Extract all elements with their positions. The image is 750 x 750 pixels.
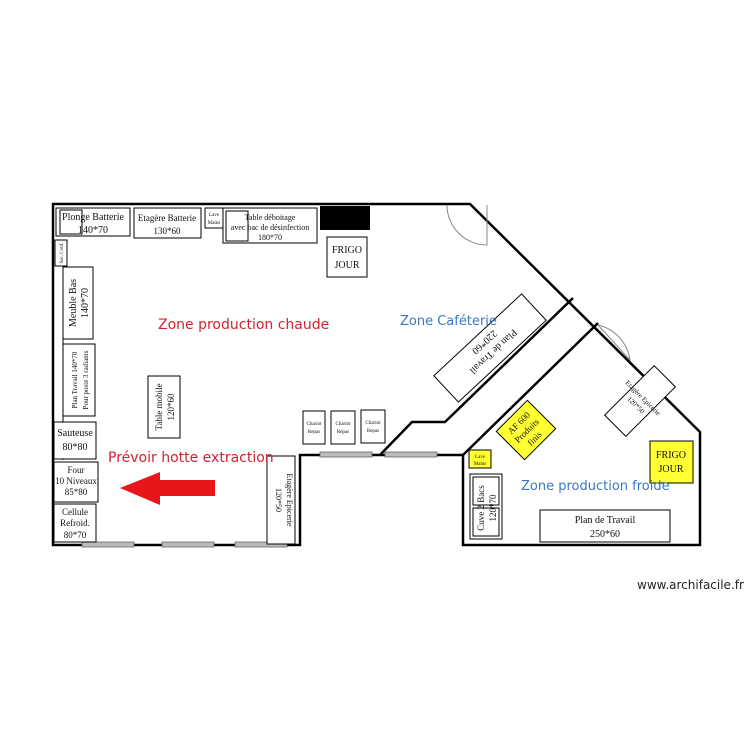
svg-text:Table déboitage: Table déboitage [245,213,296,222]
svg-text:Repas: Repas [308,430,320,435]
zone-cold-label: Zone production froide [521,479,670,494]
svg-text:Cellule: Cellule [62,507,88,517]
svg-text:130*60: 130*60 [154,226,182,236]
svg-text:80*70: 80*70 [64,530,87,540]
plan-travail-3: Plan de Travail 250*60 [539,509,671,543]
svg-text:Mains: Mains [474,462,487,467]
svg-text:Plonge Batterie: Plonge Batterie [62,212,124,223]
zone-cafeteria-label: Zone Caféterie [400,314,497,329]
chariot-repas-2: Chariot Repas [330,410,356,445]
plan-travail-2: Plan de Travail 220*60 [433,293,547,403]
hood-note-label: Prévoir hotte extraction [108,450,274,466]
chariot-repas-3: Chariot Repas [360,409,386,444]
window-2 [161,541,215,548]
svg-text:180*70: 180*70 [258,233,282,242]
svg-text:Sauteuse: Sauteuse [57,428,93,439]
table-mobile: Table mobile 120*60 [147,375,181,439]
black-block [320,206,370,230]
svg-text:Refroid.: Refroid. [60,518,90,528]
svg-text:120*70: 120*70 [488,494,498,522]
svg-text:Meuble Bas: Meuble Bas [68,279,79,327]
svg-text:Repas: Repas [367,429,379,434]
window-1 [81,541,135,548]
svg-text:Chariot: Chariot [366,421,382,426]
chariot-repas-1: Chariot Repas [302,410,326,445]
svg-text:Sac. Conf.: Sac. Conf. [60,243,65,264]
partition-wall-cafeteria [379,297,574,456]
svg-text:10 Niveaux: 10 Niveaux [55,476,97,486]
table-deboitage: Table déboitage avec bac de désinfection… [222,207,318,244]
svg-text:Table mobile: Table mobile [154,383,164,430]
svg-text:Etagère Batterie: Etagère Batterie [138,213,196,223]
svg-text:Lave: Lave [209,213,220,218]
svg-text:120*50: 120*50 [274,488,283,512]
svg-text:Cuve 2 Bacs: Cuve 2 Bacs [476,485,486,531]
svg-text:Mains: Mains [208,221,221,226]
svg-text:Plan Travail 140*70: Plan Travail 140*70 [71,351,79,408]
etagere-batterie: Etagère Batterie 130*60 [133,207,202,239]
svg-text:Four: Four [67,465,84,475]
svg-text:Lave: Lave [475,455,486,460]
svg-text:Etagère Epicerie: Etagère Epicerie [285,473,294,527]
svg-text:85*80: 85*80 [65,487,88,497]
etagere-epicerie-1: Etagère Epicerie 120*50 [266,455,296,545]
zone-hot-label: Zone production chaude [158,317,329,333]
af600: AF 600 Produits finis [495,399,557,461]
etagere-epicerie-2: Etagère Epicerie 120*50 [603,364,677,438]
door-top [446,204,488,246]
credit-text: www.archifacile.fr [637,578,744,592]
svg-text:140*70: 140*70 [78,225,108,236]
lave-mains-1: Lave Mains [204,207,224,229]
frigo-jour-1: FRIGO JOUR [326,236,368,278]
sac-conf: Sac. Conf. [54,239,68,267]
sauteuse: Sauteuse 80*80 [53,421,97,460]
svg-text:JOUR: JOUR [658,464,683,475]
svg-text:Repas: Repas [337,430,349,435]
svg-text:250*60: 250*60 [590,529,620,540]
window-5 [384,451,438,458]
plonge-batterie: Plonge Batterie 140*70 [55,207,131,237]
svg-text:140*70: 140*70 [80,288,91,318]
cellule-refroid: Cellule Refroid. 80*70 [53,503,97,543]
four: Four 10 Niveaux 85*80 [53,461,99,503]
partition-wall-cold [462,322,599,456]
svg-text:Chariot: Chariot [336,422,352,427]
svg-text:JOUR: JOUR [334,260,359,271]
svg-text:FRIGO: FRIGO [656,450,686,461]
lave-mains-2: Lave Mains [468,449,492,469]
svg-text:avec bac de désinfection: avec bac de désinfection [231,223,309,232]
door-cold [597,324,631,362]
plan-travail-1: Plan Travail 140*70 Pour poste 3 radiant… [62,343,96,417]
frigo-jour-2: FRIGO JOUR [649,440,694,484]
svg-text:FRIGO: FRIGO [332,245,362,256]
svg-text:Plan de Travail: Plan de Travail [575,515,636,526]
svg-text:80*80: 80*80 [63,442,88,453]
cuve-bacs: Cuve 2 Bacs 120*70 [469,473,503,540]
window-4 [319,451,373,458]
svg-text:Pour poste 3 radiants: Pour poste 3 radiants [82,350,90,409]
meuble-bas: Meuble Bas 140*70 [62,266,94,340]
svg-text:120*60: 120*60 [166,393,176,421]
arrow-left-icon [120,472,215,505]
svg-text:Chariot: Chariot [307,422,323,427]
